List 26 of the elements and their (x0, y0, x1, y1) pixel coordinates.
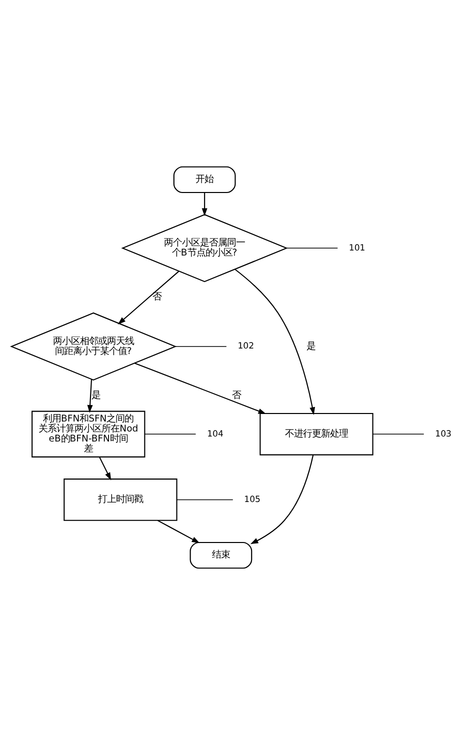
arrow (202, 192, 208, 216)
node-text: 105 (244, 494, 260, 505)
edge-label: 是 (91, 390, 100, 402)
arrow (157, 520, 200, 544)
edge-label: 是 (306, 340, 316, 352)
node-box: 结束 (190, 542, 252, 569)
node-text: 104 (207, 429, 224, 440)
node-diamond: 两个小区是否属同一个B节点的小区? (121, 214, 288, 282)
arrow (87, 379, 93, 413)
arrow (134, 362, 266, 414)
arrow (250, 454, 314, 544)
arrow (99, 456, 112, 480)
arrow (118, 270, 180, 324)
arrow (234, 268, 316, 416)
node-text: 102 (238, 342, 254, 352)
connector (176, 499, 234, 500)
node-box: 利用BFN和SFN之间的关系计算两小区所在NodeB的BFN-BFN时间差 (32, 410, 146, 458)
edge-label: 否 (232, 390, 241, 402)
edge-label: 否 (152, 292, 162, 303)
connector (175, 346, 227, 347)
node-box: 开始 (173, 166, 236, 194)
node-box: 打上时间戳 (64, 478, 178, 521)
node-diamond: 两小区相邻或两天线间距离小于某个值? (10, 312, 177, 381)
node-text: 101 (348, 243, 366, 254)
node-text: 103 (435, 429, 452, 440)
node-box: 不进行更新处理 (260, 412, 374, 456)
